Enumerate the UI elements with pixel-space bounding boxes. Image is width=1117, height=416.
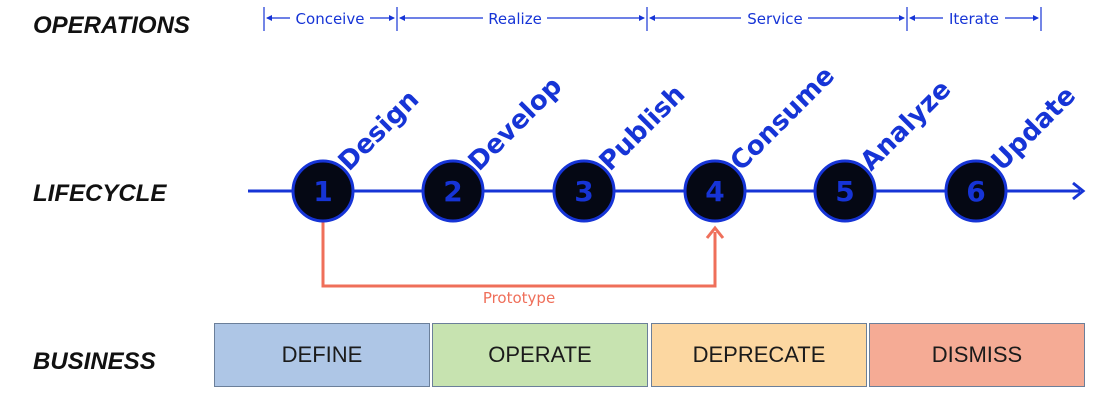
phase-iterate: Iterate <box>909 10 1039 28</box>
business-stage-label: DEPRECATE <box>692 342 826 367</box>
row-label-operations: OPERATIONS <box>33 12 190 39</box>
business-stage-dismiss: DISMISS <box>869 323 1085 387</box>
step-6: 6 Update <box>944 81 1082 223</box>
step-label-5: Analyze <box>855 75 957 177</box>
phase-label-conceive: Conceive <box>296 10 365 28</box>
step-3: 3 Publish <box>552 79 692 223</box>
phase-label-realize: Realize <box>488 10 542 28</box>
lifecycle-diagram: Conceive Realize Service Iterate <box>248 7 1086 307</box>
timeline-arrowhead <box>1072 181 1086 201</box>
step-label-3: Publish <box>594 79 692 177</box>
phase-label-iterate: Iterate <box>949 10 999 28</box>
phase-realize: Realize <box>399 10 645 28</box>
step-1: 1 Design <box>291 85 425 223</box>
business-stage-define: DEFINE <box>214 323 430 387</box>
business-stage-operate: OPERATE <box>432 323 648 387</box>
operations-phases: Conceive Realize Service Iterate <box>263 7 1042 31</box>
step-label-4: Consume <box>725 61 841 177</box>
step-label-1: Design <box>333 85 425 177</box>
row-label-business: BUSINESS <box>33 348 156 375</box>
prototype-label: Prototype <box>483 289 555 307</box>
step-2: 2 Develop <box>421 71 568 223</box>
step-label-2: Develop <box>463 71 568 176</box>
business-stage-label: OPERATE <box>488 342 592 367</box>
phase-conceive: Conceive <box>266 10 395 28</box>
step-number-2: 2 <box>443 175 462 208</box>
step-number-4: 4 <box>705 175 724 208</box>
step-5: 5 Analyze <box>813 75 957 223</box>
step-number-3: 3 <box>574 175 593 208</box>
step-label-6: Update <box>986 81 1082 177</box>
phase-label-service: Service <box>747 10 802 28</box>
lifecycle-timeline <box>248 181 1086 201</box>
step-number-5: 5 <box>835 175 854 208</box>
step-number-1: 1 <box>313 175 332 208</box>
step-number-6: 6 <box>966 175 985 208</box>
phase-service: Service <box>649 10 905 28</box>
row-label-lifecycle: LIFECYCLE <box>33 180 167 207</box>
business-stage-label: DEFINE <box>281 342 363 367</box>
prototype-connector: Prototype <box>321 218 725 307</box>
business-stage-deprecate: DEPRECATE <box>651 323 867 387</box>
prototype-arrowhead <box>705 225 725 239</box>
business-stage-label: DISMISS <box>931 342 1023 367</box>
